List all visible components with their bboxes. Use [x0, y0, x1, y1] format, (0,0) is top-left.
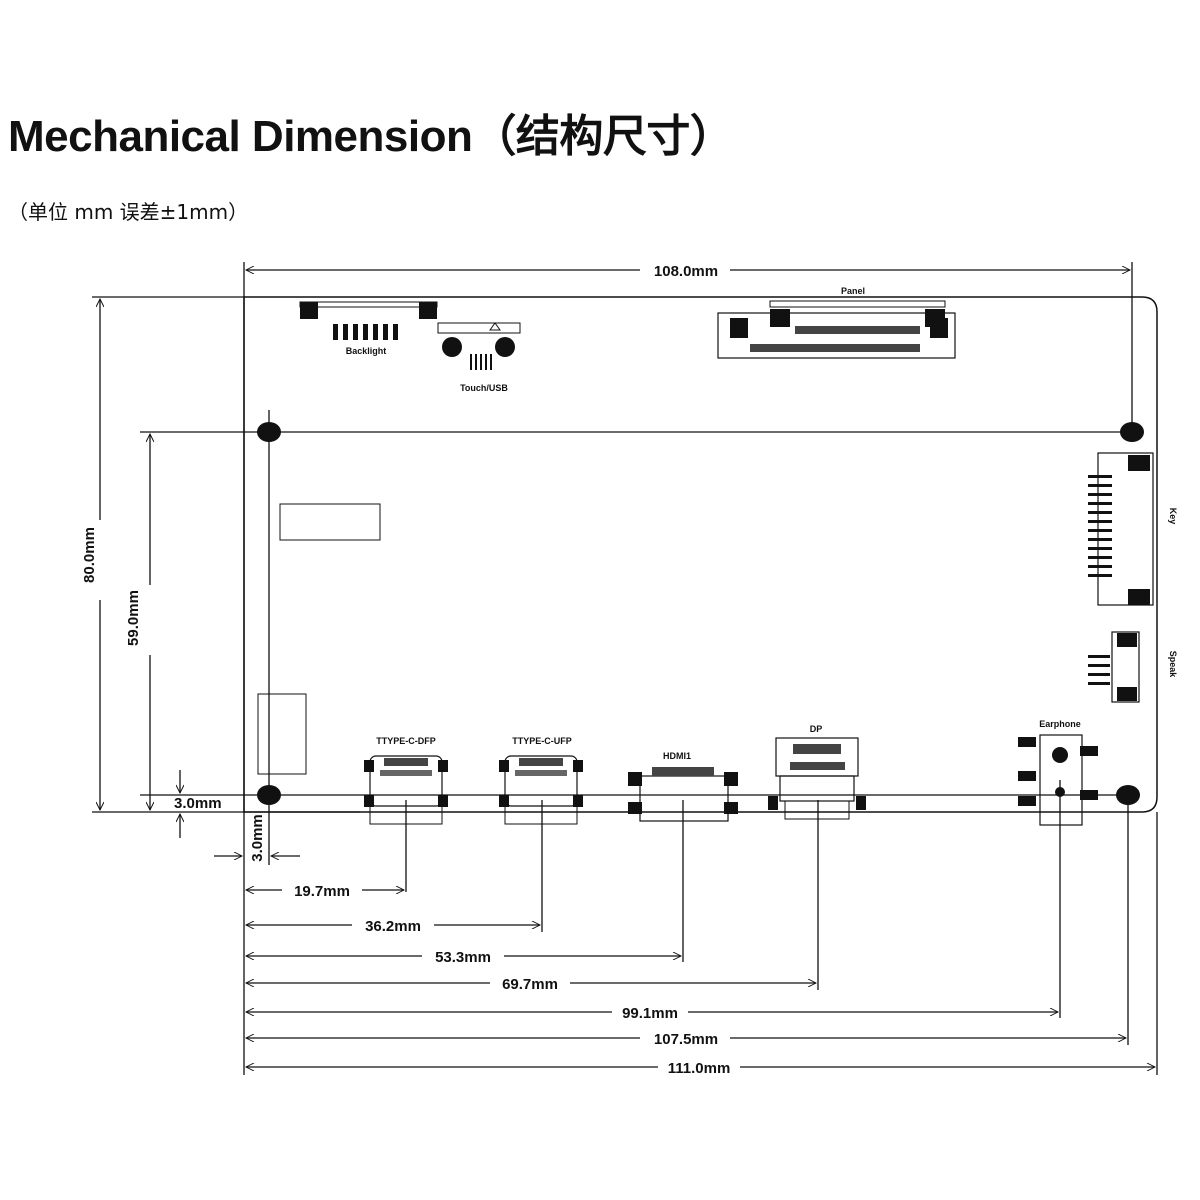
- dp-connector: DP: [768, 724, 866, 820]
- dim-typec-dfp: 19.7mm: [246, 883, 404, 900]
- label-backlight: Backlight: [346, 346, 387, 356]
- dim-margin-left: 3.0mm: [214, 814, 300, 862]
- title-cn: （结构尺寸）: [472, 111, 734, 162]
- dim-label-19-7: 19.7mm: [294, 883, 350, 900]
- dim-earphone: 99.1mm: [246, 1005, 1058, 1022]
- backlight-connector: Backlight: [299, 301, 438, 356]
- label-typec-ufp: TTYPE-C-UFP: [512, 736, 572, 746]
- dim-height-holes: 59.0mm: [125, 434, 150, 810]
- title-en: Mechanical Dimension: [8, 112, 473, 161]
- page-subtitle: （单位 mm 误差±1mm）: [8, 200, 249, 224]
- dim-label-108: 108.0mm: [654, 263, 718, 280]
- label-dp: DP: [810, 724, 823, 734]
- hole-top-left: [257, 422, 281, 442]
- dim-label-53-3: 53.3mm: [435, 949, 491, 966]
- hole-bottom-right: [1116, 785, 1140, 805]
- hdmi-connector: HDMI1: [628, 751, 738, 822]
- dim-total: 111.0mm: [246, 1060, 1155, 1077]
- dim-dp: 69.7mm: [246, 976, 816, 993]
- reference-lines: [92, 262, 1158, 1075]
- dim-typec-ufp: 36.2mm: [246, 918, 540, 935]
- label-hdmi: HDMI1: [663, 751, 691, 761]
- typec-dfp-connector: TTYPE-C-DFP: [364, 736, 448, 825]
- component-outline: [257, 693, 307, 775]
- dim-hdmi: 53.3mm: [246, 949, 681, 966]
- label-speak: Speak: [1168, 651, 1178, 679]
- page-title: Mechanical Dimension（结构尺寸）: [8, 100, 734, 164]
- speak-connector: Speak: [1088, 631, 1178, 703]
- mounting-holes: [257, 422, 1144, 805]
- dim-label-80: 80.0mm: [81, 527, 98, 583]
- touch-usb-connector: Touch/USB: [437, 322, 521, 393]
- dim-label-69-7: 69.7mm: [502, 976, 558, 993]
- dim-label-107-5: 107.5mm: [654, 1031, 718, 1048]
- dim-label-3-bottom: 3.0mm: [174, 795, 222, 812]
- dim-label-111: 111.0mm: [668, 1060, 731, 1077]
- label-earphone: Earphone: [1039, 719, 1081, 729]
- typec-ufp-connector: TTYPE-C-UFP: [499, 736, 583, 825]
- key-connector: Key: [1088, 452, 1178, 606]
- dim-label-3-left: 3.0mm: [249, 814, 266, 862]
- dim-label-59: 59.0mm: [125, 590, 142, 646]
- board-outline: [243, 296, 1158, 813]
- label-typec-dfp: TTYPE-C-DFP: [376, 736, 436, 746]
- hole-top-right: [1120, 422, 1144, 442]
- chip-outline: [279, 503, 381, 541]
- panel-connector: Panel: [717, 286, 956, 359]
- dim-width-top: 108.0mm: [246, 263, 1130, 280]
- label-key: Key: [1168, 508, 1178, 525]
- hole-bottom-left: [257, 785, 281, 805]
- dim-hole-right: 107.5mm: [246, 1031, 1126, 1048]
- earphone-jack: Earphone: [1018, 719, 1098, 826]
- label-touch-usb: Touch/USB: [460, 383, 508, 393]
- dim-label-36-2: 36.2mm: [365, 918, 421, 935]
- dim-label-99-1: 99.1mm: [622, 1005, 678, 1022]
- label-panel: Panel: [841, 286, 865, 296]
- dim-height-total: 80.0mm: [81, 299, 100, 810]
- dim-margin-bottom: 3.0mm: [174, 770, 222, 838]
